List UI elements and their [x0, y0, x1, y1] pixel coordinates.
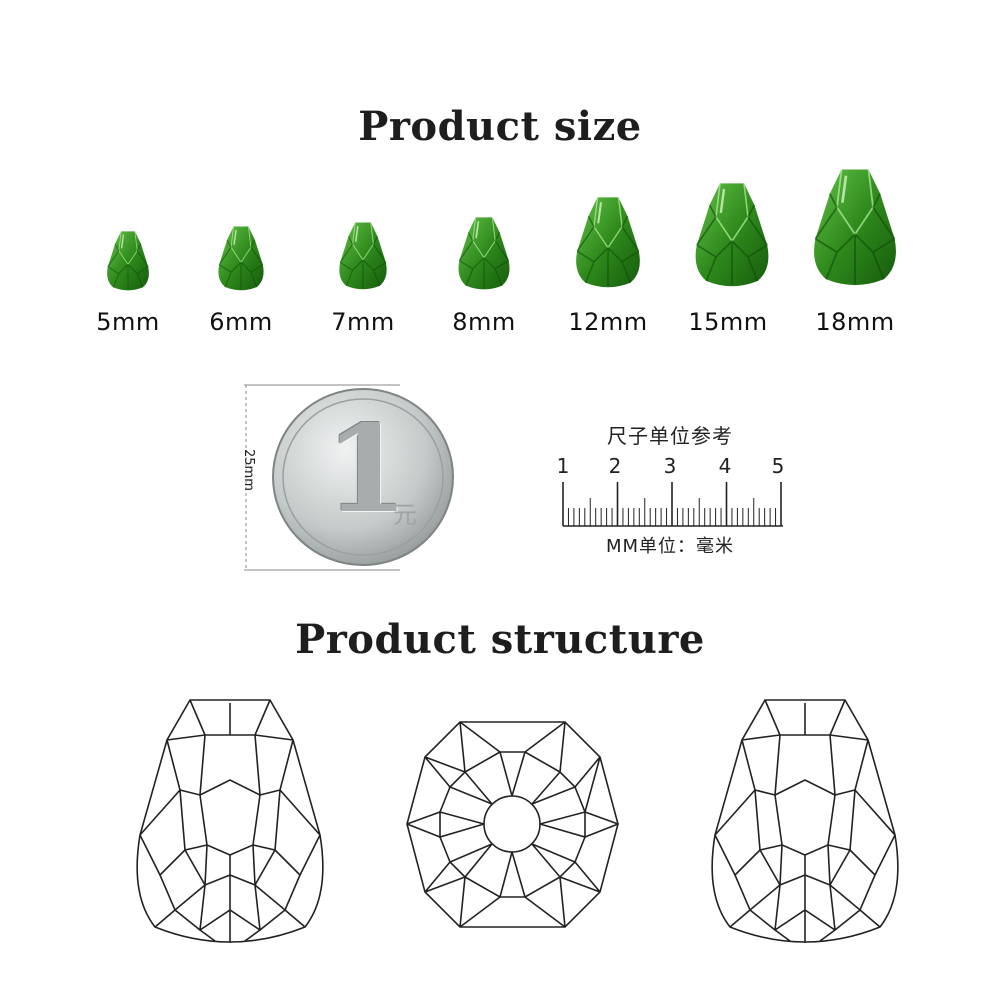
size-label: 12mm: [568, 308, 648, 336]
size-label: 15mm: [688, 308, 768, 336]
ruler-number: 2: [608, 454, 622, 478]
product-size-title: Product size: [358, 103, 642, 150]
ruler-unit-label: MM单位：毫米: [605, 536, 735, 557]
bead-6mm-icon: [217, 225, 265, 292]
coin-dimension-lines: [244, 384, 400, 571]
ruler-number: 1: [556, 454, 570, 478]
size-label: 5mm: [96, 308, 160, 336]
structure-top-view: [406, 721, 619, 928]
ruler-title: 尺子单位参考: [607, 424, 733, 448]
size-label: 18mm: [815, 308, 895, 336]
coin-denomination: 1: [325, 399, 409, 540]
structure-side-view-left: [136, 699, 324, 943]
product-structure-title: Product structure: [295, 616, 705, 663]
ruler-number: 3: [663, 454, 677, 478]
ruler-scale: [562, 482, 783, 527]
bead-8mm-icon: [457, 216, 511, 291]
coin-dimension-label: 25mm: [241, 449, 256, 491]
bead-18mm-icon: [812, 168, 898, 287]
bead-12mm-icon: [575, 196, 641, 289]
bead-15mm-icon: [694, 182, 770, 288]
size-label: 7mm: [331, 308, 395, 336]
bead-5mm-icon: [106, 230, 150, 292]
size-label: 8mm: [452, 308, 516, 336]
ruler-number: 5: [771, 454, 785, 478]
bead-7mm-icon: [338, 221, 388, 291]
structure-side-view-right: [711, 699, 899, 943]
size-label: 6mm: [209, 308, 273, 336]
coin-unit-text: 元: [393, 501, 417, 529]
coin-image: [272, 388, 454, 566]
ruler-number: 4: [718, 454, 732, 478]
